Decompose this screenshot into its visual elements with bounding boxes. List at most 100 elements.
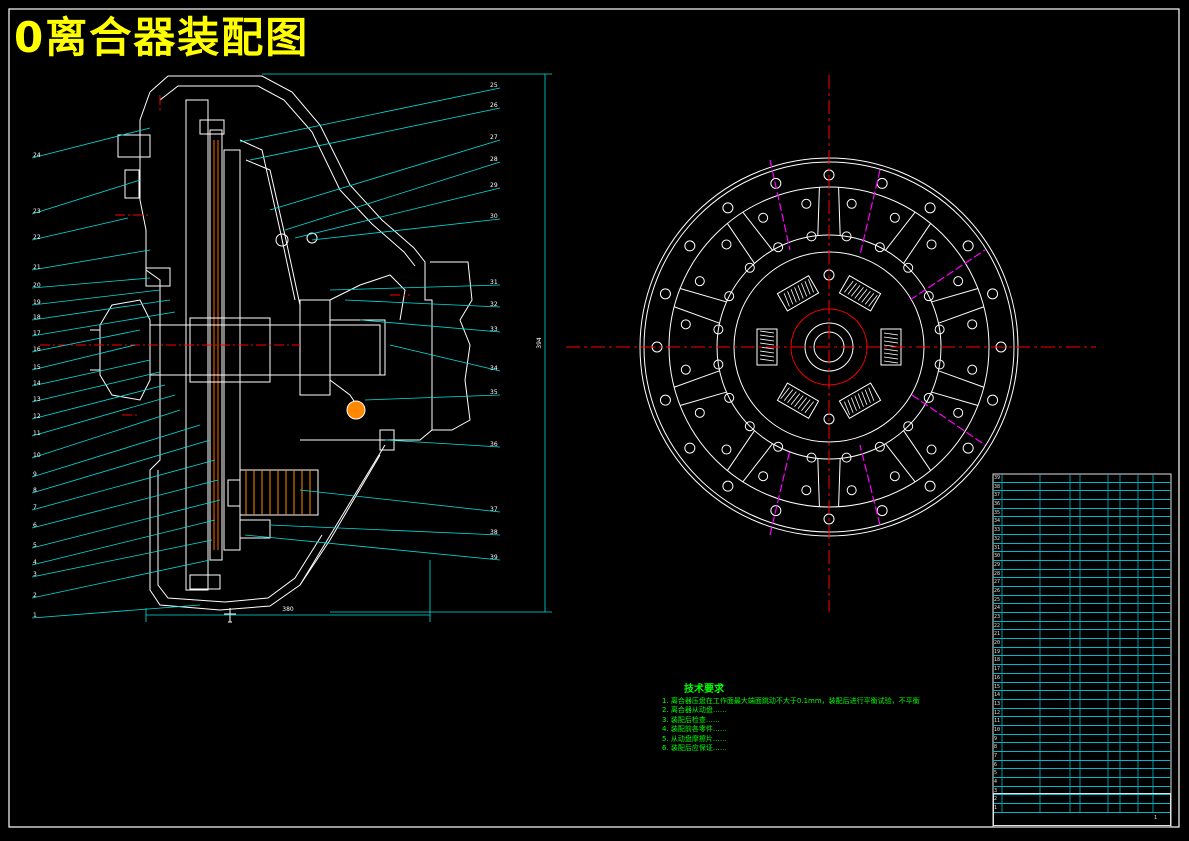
leader-line xyxy=(31,249,151,271)
bom-row: 15 xyxy=(993,683,1171,692)
accent-line xyxy=(911,394,986,446)
damper-spring xyxy=(838,382,882,420)
bom-row: 21 xyxy=(993,630,1171,640)
bom-cell: 4 xyxy=(994,779,998,786)
callout-label: 14 xyxy=(33,380,41,387)
bom-cell: 36 xyxy=(994,501,1001,508)
segment-edge xyxy=(742,211,773,251)
leader-line xyxy=(31,299,171,321)
rivet-mid xyxy=(721,239,732,250)
leader-line xyxy=(31,359,151,387)
bom-row: 14 xyxy=(993,691,1171,700)
bom-cell: 26 xyxy=(994,587,1001,594)
leader-line xyxy=(31,519,216,566)
leader-line xyxy=(31,479,219,529)
dimension-bottom: 380 xyxy=(282,606,294,613)
bom-cell: 8 xyxy=(994,744,998,751)
bom-cell: 15 xyxy=(994,683,1001,690)
segment-edge xyxy=(673,370,720,388)
callout-label: 6 xyxy=(33,522,37,529)
rivet-inner xyxy=(806,231,817,242)
bom-row: 16 xyxy=(993,674,1171,683)
bom-cell: 21 xyxy=(994,631,1001,638)
accent-line xyxy=(859,169,881,256)
callout-label: 1 xyxy=(33,612,37,619)
segment-edge xyxy=(679,391,727,406)
bolt-upper xyxy=(124,169,140,199)
leader-line xyxy=(31,499,221,549)
bom-row: 19 xyxy=(993,648,1171,657)
rivet-inner xyxy=(841,231,852,242)
bom-cell: 16 xyxy=(994,674,1001,681)
rivet-outer xyxy=(962,240,974,252)
callout-label: 10 xyxy=(33,452,41,459)
rivet-outer xyxy=(659,394,671,406)
bom-cell: 31 xyxy=(994,544,1001,551)
callout-label: 30 xyxy=(490,213,498,220)
segment-edge xyxy=(679,288,727,303)
bom-row: 34 xyxy=(993,517,1171,527)
dimension-right: 394 xyxy=(536,337,543,349)
rivet-mid xyxy=(889,471,900,482)
callout-label: 8 xyxy=(33,487,37,494)
leader-line xyxy=(31,179,141,215)
bom-row: 13 xyxy=(993,700,1171,709)
bom-row: 20 xyxy=(993,639,1171,648)
leader-line xyxy=(31,329,141,353)
leader-line xyxy=(31,289,161,306)
bolt-bottom xyxy=(239,519,271,539)
tech-line: 2. 离合器从动盘…… xyxy=(662,706,727,714)
callout-label: 24 xyxy=(33,152,41,159)
bom-row: 18 xyxy=(993,656,1171,666)
accent-line xyxy=(769,449,791,536)
leader-line xyxy=(31,127,151,159)
bom-row: 36 xyxy=(993,500,1171,509)
rivet-inner xyxy=(923,392,934,403)
rivet-mid xyxy=(801,485,812,496)
bom-row: 37 xyxy=(993,491,1171,501)
bom-cell: 14 xyxy=(994,692,1001,699)
bom-cell: 13 xyxy=(994,700,1001,707)
bom-cell: 37 xyxy=(994,492,1001,499)
disc-segments xyxy=(673,187,985,507)
leader-line xyxy=(31,424,201,478)
bom-row: 29 xyxy=(993,561,1171,570)
rivet-outer xyxy=(722,480,734,492)
bom-cell: 11 xyxy=(994,718,1001,725)
segment-edge xyxy=(931,391,979,406)
flywheel-inner xyxy=(157,470,323,603)
bom-cell: 7 xyxy=(994,753,998,759)
leader-line xyxy=(384,439,501,448)
rivet-outer xyxy=(876,177,888,189)
bom-row: 6 xyxy=(993,761,1171,770)
segment-edge xyxy=(938,306,985,324)
rivet-mid xyxy=(694,276,705,287)
bom-frame xyxy=(992,473,1172,828)
bom-row: 2 xyxy=(993,795,1171,805)
rivet-inner xyxy=(773,441,784,452)
segment-edge xyxy=(903,430,932,471)
callout-label: 22 xyxy=(33,234,41,241)
rivet-mid xyxy=(846,485,857,496)
rivet-outer xyxy=(876,505,888,517)
bom-cell: 30 xyxy=(994,553,1001,560)
rivet-inner xyxy=(806,452,817,463)
leader-line xyxy=(299,489,501,513)
bom-row: 5 xyxy=(993,769,1171,779)
rivet-mid xyxy=(953,276,964,287)
housing-inner xyxy=(159,85,416,267)
pressure-plate-2 xyxy=(223,149,241,551)
bom-row: 26 xyxy=(993,587,1171,596)
rivet-inner xyxy=(744,421,755,432)
segment-edge xyxy=(931,288,979,303)
leader-line xyxy=(31,384,166,420)
rivet-inner xyxy=(874,441,885,452)
release-fork xyxy=(329,274,406,321)
rivet-mid xyxy=(680,364,691,375)
bom-cell: 39 xyxy=(994,475,1001,481)
release-lever xyxy=(239,139,296,301)
leader-line xyxy=(239,87,501,143)
spring-housing xyxy=(239,469,319,516)
